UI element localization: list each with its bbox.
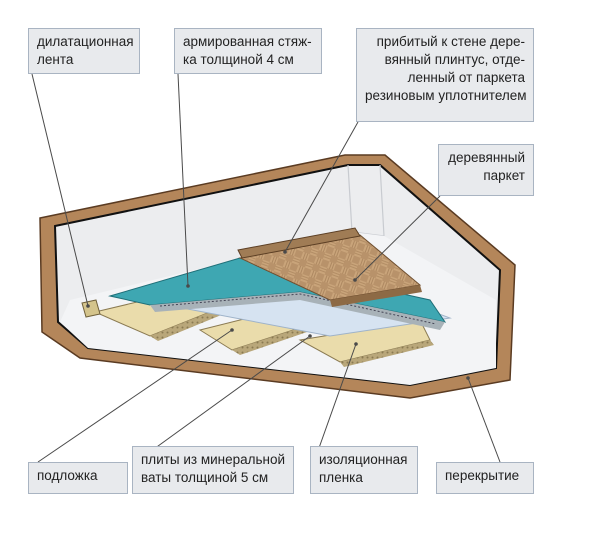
label-floor-slab: перекрытие (436, 462, 534, 494)
label-line: ленный от паркета (407, 70, 525, 85)
label-line: плиты из минеральной (141, 452, 286, 467)
label-line: ка толщиной 4 см (183, 52, 294, 67)
leader-lines (31, 73, 501, 463)
label-skirting-board: прибитый к стене дере- вянный плинтус, о… (356, 28, 534, 122)
label-line: перекрытие (445, 468, 520, 483)
skirting-board (237, 227, 361, 259)
label-line: вянный плинтус, отде- (384, 52, 525, 67)
label-line: подложка (37, 468, 98, 483)
expansion-tape (81, 299, 101, 318)
label-wooden-parquet: деревянный паркет (438, 144, 534, 196)
label-line: лента (37, 52, 74, 67)
label-line: резиновым уплотнителем (365, 88, 527, 103)
label-expansion-tape: дилатационная лента (28, 28, 140, 74)
label-line: пленка (319, 470, 363, 485)
label-line: армированная стяж- (183, 34, 312, 49)
label-line: прибитый к стене дере- (376, 34, 525, 49)
leader-endpoints (86, 250, 470, 380)
label-mineral-wool: плиты из минеральной ваты толщиной 5 см (132, 446, 294, 494)
label-line: дилатационная (37, 34, 134, 49)
label-reinforced-screed: армированная стяж- ка толщиной 4 см (174, 28, 322, 74)
label-line: изоляционная (319, 452, 408, 467)
label-line: деревянный (448, 150, 525, 165)
label-line: паркет (483, 168, 525, 183)
label-underlay: подложка (28, 462, 128, 494)
label-insulation-film: изоляционная пленка (310, 446, 418, 494)
label-line: ваты толщиной 5 см (141, 470, 269, 485)
